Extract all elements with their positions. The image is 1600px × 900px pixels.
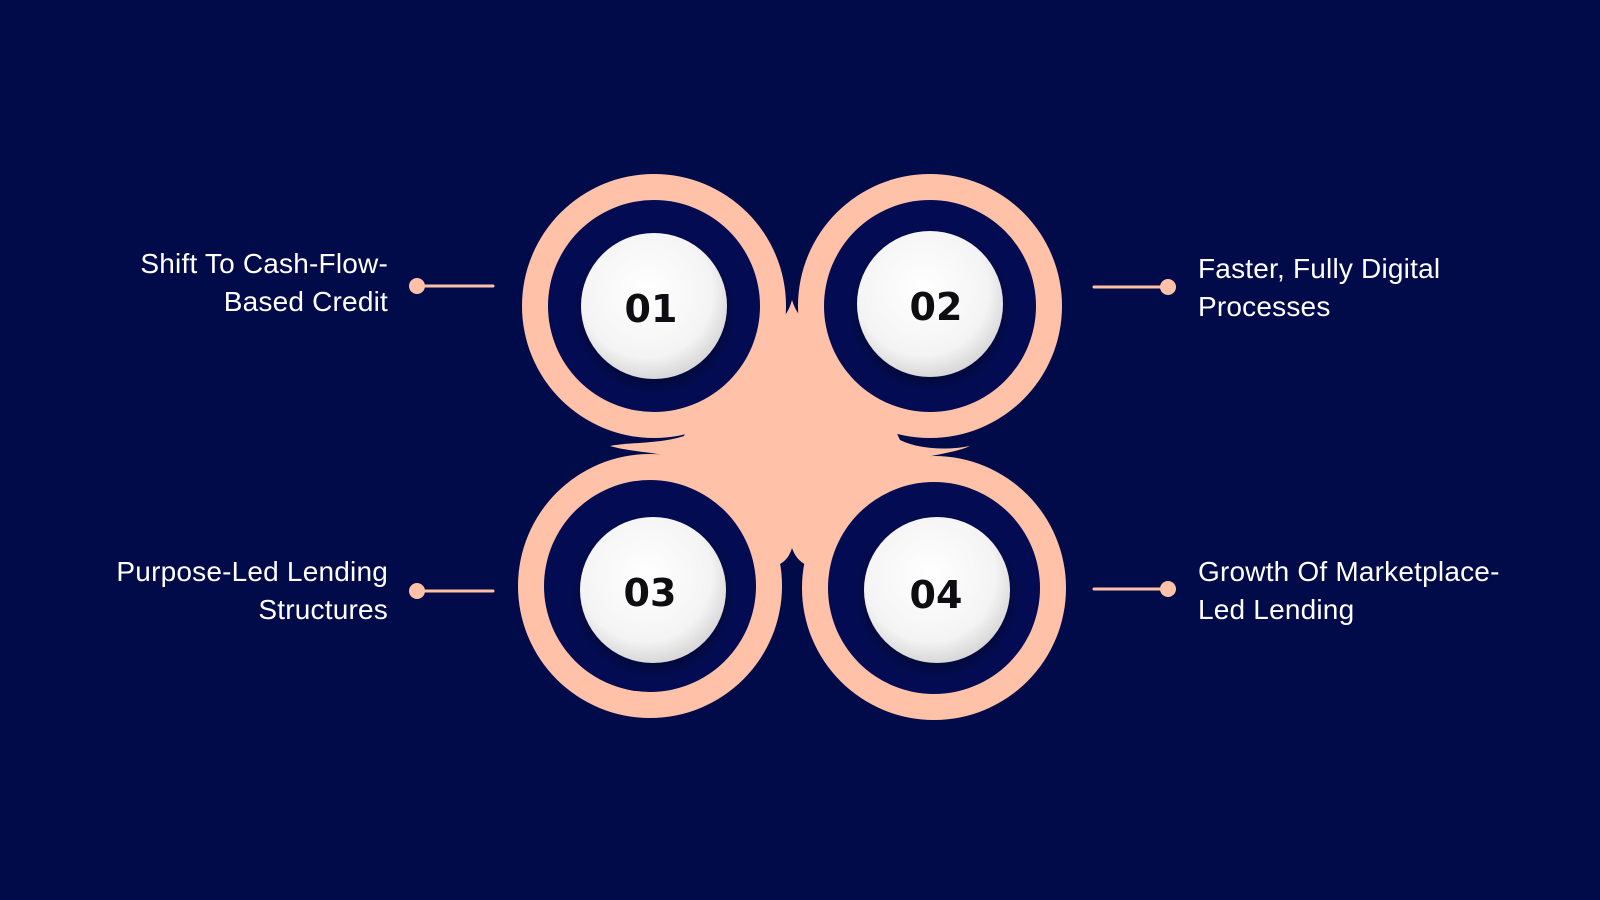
node-circle bbox=[580, 517, 726, 663]
step-2-label-line-1: Faster, Fully Digital bbox=[1198, 253, 1441, 284]
node-number: 04 bbox=[910, 573, 963, 617]
connector-2 bbox=[1092, 279, 1176, 295]
step-3-label: Purpose-Led Lending Structures bbox=[116, 553, 388, 629]
node-2: 02 bbox=[824, 200, 1036, 412]
node-circle bbox=[864, 517, 1010, 663]
connector-dot bbox=[1160, 279, 1176, 295]
node-circle bbox=[857, 231, 1003, 377]
node-number: 03 bbox=[624, 571, 677, 615]
connector-3 bbox=[409, 583, 495, 599]
step-1-label-line-1: Shift To Cash-Flow- bbox=[140, 248, 388, 279]
node-number: 02 bbox=[910, 285, 963, 329]
step-1-label-line-2: Based Credit bbox=[223, 286, 388, 317]
step-4-label-line-1: Growth Of Marketplace- bbox=[1198, 556, 1500, 587]
connector-1 bbox=[409, 278, 495, 294]
node-1: 01 bbox=[548, 200, 760, 412]
petal-center-web bbox=[610, 300, 970, 578]
step-2-label: Faster, Fully Digital Processes bbox=[1198, 250, 1440, 326]
step-1-label: Shift To Cash-Flow- Based Credit bbox=[140, 245, 388, 321]
node-number: 01 bbox=[625, 287, 678, 331]
step-3-label-line-2: Structures bbox=[258, 594, 388, 625]
node-circle bbox=[581, 233, 727, 379]
node-4: 04 bbox=[828, 482, 1040, 694]
step-4-label: Growth Of Marketplace- Led Lending bbox=[1198, 553, 1500, 629]
step-4-label-line-2: Led Lending bbox=[1198, 594, 1355, 625]
connector-4 bbox=[1092, 581, 1176, 597]
connector-dot bbox=[1160, 581, 1176, 597]
node-3: 03 bbox=[544, 480, 756, 692]
step-3-label-line-1: Purpose-Led Lending bbox=[116, 556, 388, 587]
step-2-label-line-2: Processes bbox=[1198, 291, 1331, 322]
